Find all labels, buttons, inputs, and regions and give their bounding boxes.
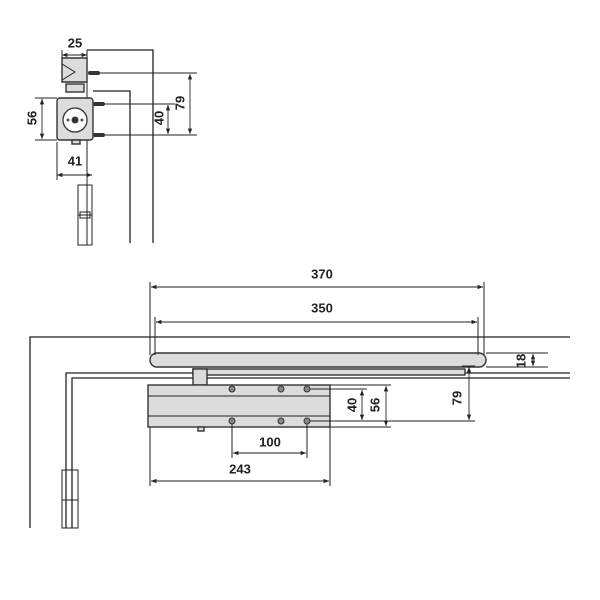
dim-screw-spacing: 40 [151, 111, 166, 125]
dim-body-height: 56 [24, 111, 39, 125]
dim-screw-spacing-horizontal: 100 [259, 434, 281, 449]
slide-arm [149, 352, 487, 368]
dim-arm-length-outer: 370 [311, 266, 333, 281]
dim-body-height: 56 [367, 398, 382, 412]
screw-icon [88, 71, 100, 75]
hinge-part [61, 469, 79, 529]
screw-icon [93, 133, 105, 137]
top-view: 25 56 41 40 79 [24, 35, 197, 246]
slide-rail [192, 368, 466, 376]
dim-bracket-width: 25 [68, 35, 82, 50]
frame-inner-outline [93, 90, 131, 243]
arm-connector [192, 368, 208, 386]
screw-icon [93, 102, 105, 106]
frame-outline [29, 336, 570, 528]
hinge-part [77, 184, 93, 216]
dim-arm-length-inner: 350 [311, 300, 333, 315]
spindle-icon [71, 116, 79, 124]
dim-bracket-height: 79 [172, 96, 187, 110]
screw-icons [228, 385, 311, 425]
frame-outline [87, 49, 154, 243]
closer-body [147, 384, 331, 428]
dim-total-height: 79 [449, 391, 464, 405]
bracket-neck [65, 83, 85, 93]
dim-arm-height: 18 [513, 354, 528, 368]
dim-screw-spacing-vertical: 40 [344, 398, 359, 412]
mounting-bracket [61, 57, 88, 83]
front-view: 370 350 18 40 56 79 100 243 [29, 266, 570, 529]
dim-body-length: 243 [229, 461, 251, 476]
dim-body-depth: 41 [68, 153, 82, 168]
